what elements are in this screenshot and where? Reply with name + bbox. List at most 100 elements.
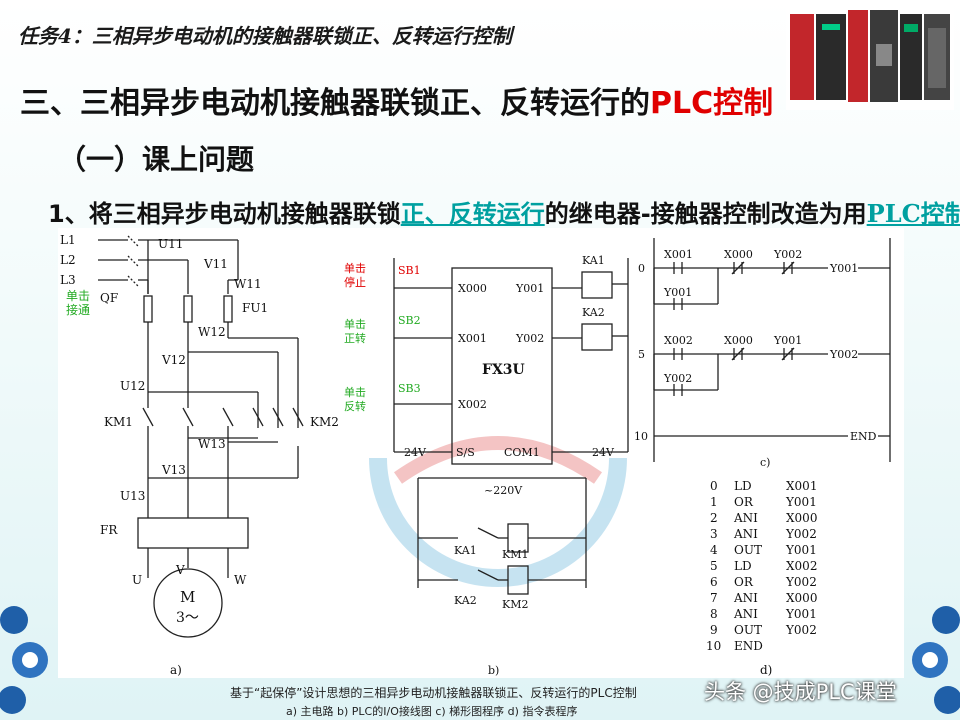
w13-label: W13 (198, 437, 226, 451)
v24-right-label: 24V (592, 446, 615, 459)
il-row: 8 ANI Y001 (710, 607, 817, 621)
input-x000: X000 (458, 282, 487, 295)
ka2-contact-label: KA2 (454, 594, 477, 607)
input-x002: X002 (458, 398, 487, 411)
rung3-end: END (850, 430, 877, 443)
svg-text:2: 2 (710, 511, 718, 525)
plc-device-image (786, 4, 954, 110)
com1-label: COM1 (504, 446, 540, 459)
figure-caption-line-1: 基于“起保停”设计思想的三相异步电动机接触器联锁正、反转运行的PLC控制 (230, 686, 637, 700)
w-label: W (234, 573, 247, 587)
floral-ornament-right (912, 606, 960, 714)
svg-text:0: 0 (710, 479, 718, 493)
sb2-note-1: 单击 (344, 318, 366, 331)
svg-text:Y002: Y002 (785, 527, 817, 541)
il-row: 9 OUT Y002 (710, 623, 817, 637)
rung1-step: 0 (638, 262, 645, 275)
caption-a: a) (170, 663, 182, 677)
logo-watermark (369, 436, 627, 587)
svg-text:8: 8 (710, 607, 718, 621)
watermark-text: 头条 @技成PLC课堂 (704, 680, 897, 704)
sb1-label: SB1 (398, 264, 421, 277)
sb2-label: SB2 (398, 314, 421, 327)
rung2-contact-3: Y001 (773, 334, 802, 347)
ss-label: S/S (456, 446, 475, 459)
circuit-diagrams: L1 L2 L3 单击 接通 QF FU1 U11 V11 W11 W12 V1… (60, 233, 891, 677)
svg-text:OUT: OUT (734, 623, 762, 637)
question-part-2: 正、反转运行 (400, 200, 545, 228)
title-main: 三、三相异步电动机接触器联锁正、反转运行的 (20, 86, 650, 121)
rung3-step: 10 (634, 430, 648, 443)
qf-note-1: 单击 (66, 289, 90, 303)
v13-label: V13 (161, 463, 186, 477)
page-title: 三、三相异步电动机接触器联锁正、反转运行的PLC控制 (20, 78, 773, 122)
svg-text:6: 6 (710, 575, 718, 589)
km2-coil-label: KM2 (502, 598, 528, 611)
svg-text:X002: X002 (786, 559, 817, 573)
sb1-note-2: 停止 (344, 275, 366, 289)
km1-coil-label: KM1 (502, 548, 528, 561)
svg-text:OR: OR (734, 495, 754, 509)
svg-text:Y001: Y001 (785, 495, 817, 509)
main-circuit-a (98, 235, 304, 638)
svg-text:5: 5 (710, 559, 718, 573)
svg-text:1: 1 (710, 495, 718, 509)
fr-label: FR (100, 523, 118, 537)
io-wiring-b (393, 258, 629, 595)
figure-caption-line-2: a) 主电路 b) PLC的I/O接线图 c) 梯形图程序 d) 指令表程序 (286, 705, 578, 718)
v12-label: V12 (161, 353, 186, 367)
sb2-note-2: 正转 (344, 331, 366, 345)
rung2-contact-2: X000 (724, 334, 753, 347)
ka1-contact-label: KA1 (454, 544, 477, 557)
question-part-4: PLC控制 (866, 199, 960, 228)
relay-ka1-label: KA1 (582, 254, 605, 267)
io-wiring-b-labels: 单击 停止 SB1 单击 正转 SB2 单击 反转 SB3 X000 X001 … (344, 254, 615, 677)
svg-text:10: 10 (706, 639, 721, 653)
svg-text:3: 3 (710, 527, 718, 541)
motor-label-2: 3～ (176, 610, 199, 626)
svg-text:ANI: ANI (733, 607, 758, 621)
diagram-panel: L1 L2 L3 单击 接通 QF FU1 U11 V11 W11 W12 V1… (58, 228, 904, 678)
ladder-c-labels: 0 X001 X000 Y002 Y001 Y001 5 X002 X000 Y… (634, 248, 877, 469)
v24-left-label: 24V (404, 446, 427, 459)
line-l3-label: L3 (60, 273, 76, 287)
question-part-1: 1、将三相异步电动机接触器联锁 (48, 200, 401, 228)
km2-label: KM2 (310, 415, 339, 429)
rung1-coil: Y001 (829, 262, 858, 275)
il-row: 1 OR Y001 (710, 495, 817, 509)
rung1-contact-1: X001 (664, 248, 693, 261)
u13-label: U13 (120, 489, 145, 503)
qf-label: QF (100, 291, 118, 305)
v-label: V (175, 563, 185, 577)
input-x001: X001 (458, 332, 487, 345)
rung1-contact-3: Y002 (773, 248, 802, 261)
svg-text:OUT: OUT (734, 543, 762, 557)
ladder-c (653, 238, 891, 462)
svg-text:ANI: ANI (733, 591, 758, 605)
w12-label: W12 (198, 325, 226, 339)
sb3-note-1: 单击 (344, 386, 366, 399)
caption-c: c) (760, 456, 770, 469)
fuse-label: FU1 (242, 301, 268, 315)
svg-text:Y001: Y001 (785, 607, 817, 621)
svg-text:X000: X000 (786, 511, 817, 525)
u12-label: U12 (120, 379, 145, 393)
rung2-step: 5 (638, 348, 645, 361)
main-circuit-a-labels: L1 L2 L3 单击 接通 QF FU1 U11 V11 W11 W12 V1… (60, 233, 339, 677)
task-header: 任务4：三相异步电动机的接触器联锁正、反转运行控制 (18, 24, 512, 48)
question-part-3: 的继电器-接触器控制改造为用 (544, 200, 867, 228)
km1-label: KM1 (104, 415, 133, 429)
svg-text:Y002: Y002 (785, 623, 817, 637)
sb3-label: SB3 (398, 382, 421, 395)
rung2-parallel: Y002 (663, 372, 692, 385)
svg-text:LD: LD (734, 559, 752, 573)
u11-label: U11 (158, 237, 183, 251)
svg-text:9: 9 (710, 623, 718, 637)
